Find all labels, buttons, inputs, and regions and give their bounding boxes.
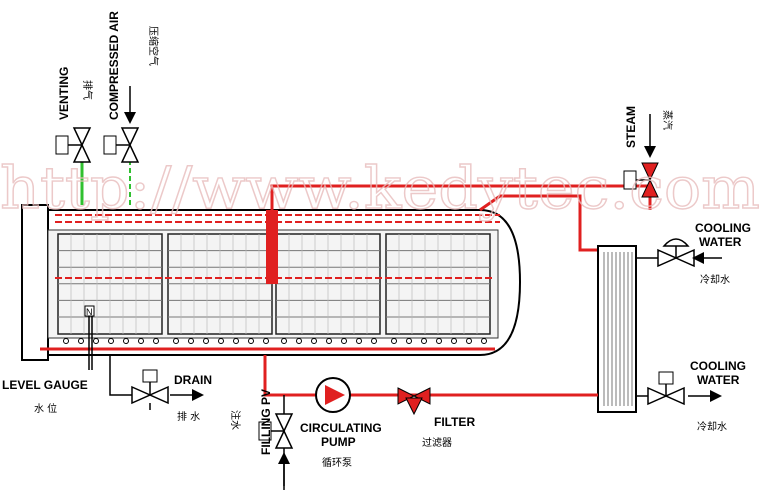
compressed-air-label-cn: 压缩空气	[147, 26, 160, 66]
venting-label: VENTING	[57, 67, 71, 120]
basket-wheel	[123, 338, 129, 344]
filter[interactable]	[397, 387, 431, 416]
basket-wheel	[421, 338, 427, 344]
cooling-water-top-label-1: COOLING	[695, 221, 751, 235]
level-gauge-label: LEVEL GAUGE	[2, 378, 88, 392]
basket-wheel	[233, 338, 239, 344]
steam-label: STEAM	[624, 106, 638, 148]
basket-wheel	[341, 338, 347, 344]
basket-wheel	[138, 338, 144, 344]
gauge-marker: N	[86, 307, 93, 317]
heat-exchanger	[597, 245, 637, 413]
basket-wheel	[451, 338, 457, 344]
basket-wheel	[436, 338, 442, 344]
circulating-pump-label-1: CIRCULATING	[300, 421, 382, 435]
basket-wheel	[263, 338, 269, 344]
circulation-pipe	[263, 355, 598, 397]
basket-wheel	[466, 338, 472, 344]
filling-pv-label: FILLING PV	[259, 389, 273, 455]
watermark: http://www.kedytec.com	[0, 154, 760, 222]
venting-label-cn: 排气	[81, 80, 94, 100]
basket-wheel	[153, 338, 159, 344]
filter-label: FILTER	[434, 415, 475, 429]
basket-wheel	[296, 338, 302, 344]
basket-wheel	[188, 338, 194, 344]
compressed-air-label: COMPRESSED AIR	[107, 11, 121, 120]
basket-wheel	[218, 338, 224, 344]
cooling-water-bottom-label-1: COOLING	[690, 359, 746, 373]
basket-wheel	[406, 338, 412, 344]
steam-valve[interactable]	[623, 162, 659, 198]
basket-wheel	[108, 338, 114, 344]
steam-label-cn: 蒸汽	[661, 110, 674, 130]
circulating-pump-label-2: PUMP	[321, 435, 356, 449]
cooling-water-top-label-2: WATER	[699, 235, 742, 249]
vessel-door	[21, 204, 49, 361]
cooling-water-top-valve[interactable]	[636, 238, 695, 268]
cooling-water-bottom-label-cn: 冷却水	[697, 420, 727, 433]
basket-wheel	[371, 338, 377, 344]
basket-wheel	[203, 338, 209, 344]
basket-wheel	[248, 338, 254, 344]
basket-wheel	[356, 338, 362, 344]
circulating-pump[interactable]	[315, 377, 351, 413]
circulating-pump-label-cn: 循环泵	[322, 456, 352, 469]
cooling-water-bottom-valve[interactable]	[636, 371, 685, 406]
spray-lines	[40, 214, 500, 351]
level-gauge-label-cn: 水 位	[34, 402, 57, 415]
drain-label: DRAIN	[174, 373, 212, 387]
cooling-water-bottom-label-2: WATER	[697, 373, 740, 387]
basket-wheel	[93, 338, 99, 344]
basket-wheel	[63, 338, 69, 344]
steam-distributor	[266, 210, 278, 284]
drain-pipe	[109, 355, 132, 396]
level-gauge: N	[84, 305, 95, 370]
compressed-air-valve[interactable]	[103, 127, 140, 163]
basket-wheel	[281, 338, 287, 344]
drain-valve[interactable]	[131, 369, 169, 410]
filter-label-cn: 过滤器	[422, 436, 452, 449]
filling-valve[interactable]	[258, 413, 294, 449]
basket-cages	[57, 233, 491, 344]
drain-label-cn: 排 水	[177, 410, 200, 423]
basket-wheel	[173, 338, 179, 344]
return-pipe	[479, 194, 598, 252]
filling-label-cn: 注水	[229, 410, 242, 430]
green-vent-lines	[80, 160, 131, 205]
basket-wheel	[78, 338, 84, 344]
venting-valve[interactable]	[55, 127, 92, 163]
basket-wheel	[311, 338, 317, 344]
basket-wheel	[391, 338, 397, 344]
basket-wheel	[326, 338, 332, 344]
cooling-water-top-label-cn: 冷却水	[700, 273, 730, 286]
basket-wheel	[481, 338, 487, 344]
